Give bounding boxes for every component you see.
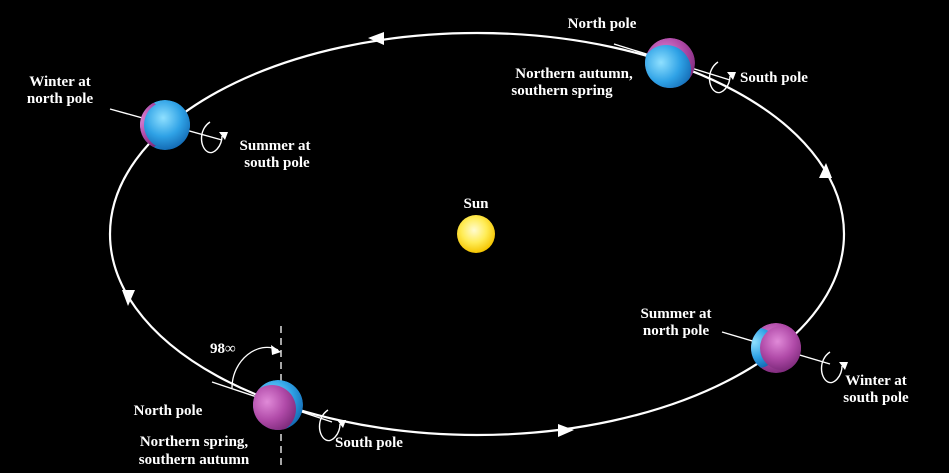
orbit-arrow-left: [122, 290, 135, 306]
bottom-angle-label: 98∞: [210, 341, 236, 357]
rotation-arrowhead-right: [839, 362, 848, 370]
left-summer-line1: Summer at: [240, 138, 311, 154]
right-winter-line1: Winter at: [845, 373, 907, 389]
bottom-season-line2: southern autumn: [139, 452, 250, 468]
top-right-north-pole-label: North pole: [568, 16, 637, 32]
right-winter-line2: south pole: [843, 390, 909, 406]
orbit-arrow-top: [368, 32, 384, 45]
rotation-arrowhead-top-right: [727, 72, 736, 80]
bottom-north-pole-label: North pole: [134, 403, 203, 419]
planet-right: [751, 323, 801, 373]
orbit-arrow-right: [819, 163, 832, 178]
bottom-season-line1: Northern spring,: [140, 434, 249, 450]
orbit-arrow-bottom: [558, 424, 574, 437]
sun-label: Sun: [463, 196, 489, 212]
right-summer-line2: north pole: [643, 323, 710, 339]
planet-left: [140, 100, 190, 150]
left-winter-line2: north pole: [27, 91, 94, 107]
sun-disc: [457, 215, 495, 253]
rotation-arrowhead-bottom: [337, 420, 346, 428]
orbit-ellipse: [108, 31, 846, 437]
rotation-arrow-top-right: [708, 61, 731, 94]
top-right-south-pole-label: South pole: [740, 70, 808, 86]
left-summer-line2: south pole: [244, 155, 310, 171]
rotation-arrowhead-left: [219, 132, 228, 140]
bottom-south-pole-label: South pole: [335, 435, 403, 451]
planet-bottom: [253, 380, 303, 430]
rotation-arrow-bottom: [318, 409, 341, 442]
top-right-season-line2: southern spring: [511, 83, 613, 99]
right-summer-line1: Summer at: [641, 306, 712, 322]
top-right-season-line1: Northern autumn,: [515, 66, 633, 82]
rotation-arrow-left: [200, 121, 223, 154]
angle-arc-arrowhead: [271, 345, 281, 355]
planet-top-right: [645, 38, 695, 88]
rotation-arrow-right: [820, 351, 843, 384]
left-winter-line1: Winter at: [29, 74, 91, 90]
